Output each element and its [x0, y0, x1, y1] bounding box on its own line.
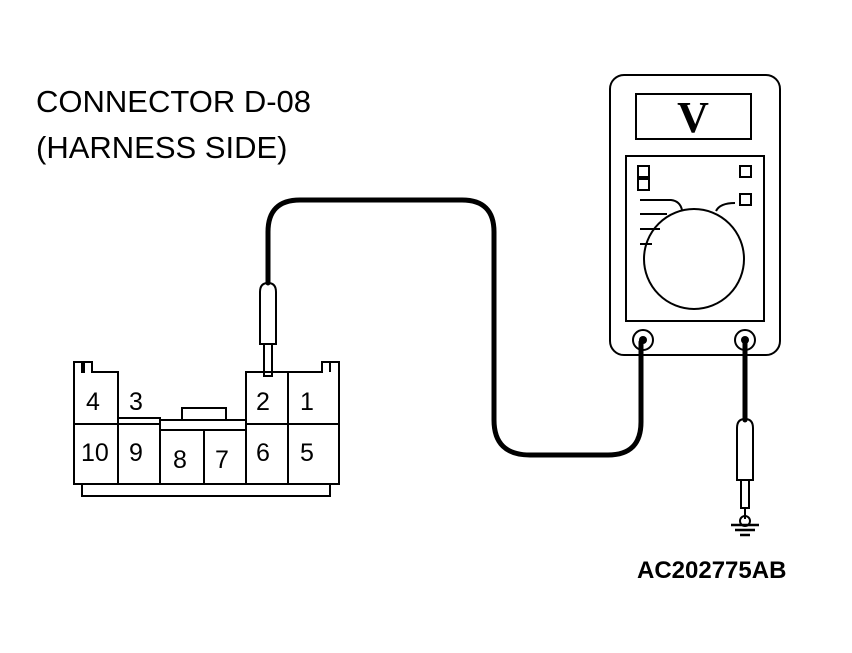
meter-dial: [643, 208, 745, 310]
meter-com-terminal: [632, 329, 654, 351]
meter-face: [625, 155, 765, 322]
connector-housing: [73, 361, 340, 497]
connector-title: CONNECTOR D-08: [36, 84, 311, 119]
pin-2-label: 2: [256, 388, 270, 416]
pin-9-label: 9: [129, 439, 143, 467]
pin-3-label: 3: [129, 388, 143, 416]
pin-10-label: 10: [81, 439, 109, 467]
pin-6-label: 6: [256, 439, 270, 467]
ground-icon: [731, 515, 759, 537]
pin-4-label: 4: [86, 388, 100, 416]
pin-5-label: 5: [300, 439, 314, 467]
ground-probe-icon: [736, 417, 754, 519]
test-probe-icon: [259, 281, 277, 377]
meter-display: [635, 93, 752, 140]
meter-display-value: V: [677, 93, 709, 142]
connector-subtitle: (HARNESS SIDE): [36, 130, 287, 165]
pin-7-label: 7: [215, 446, 229, 474]
connector-d08: 4 3 2 1 10 9 8 7 6 5: [73, 361, 340, 497]
voltmeter-icon: V: [609, 74, 781, 356]
pin-8-label: 8: [173, 446, 187, 474]
figure-code: AC202775AB: [637, 557, 786, 584]
pin-1-label: 1: [300, 388, 314, 416]
test-lead-wire: [265, 197, 644, 458]
meter-body: [609, 74, 781, 356]
connector-lock-tab: [181, 407, 227, 421]
